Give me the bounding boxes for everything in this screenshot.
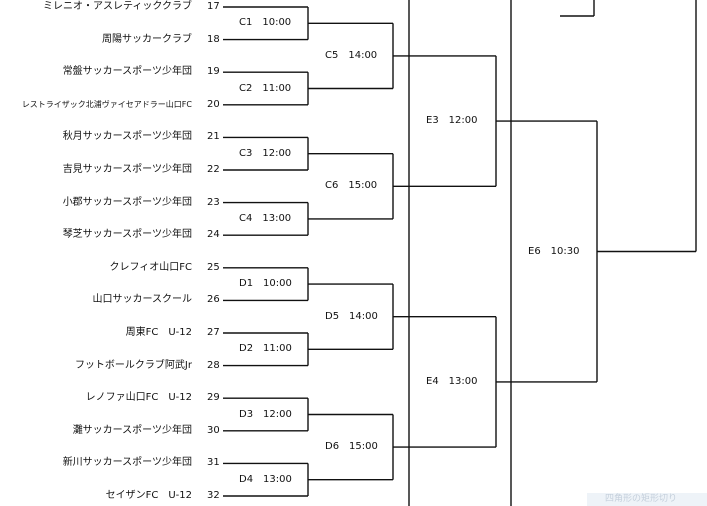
team-name: フットボールクラブ阿武Jr (74, 359, 192, 371)
team-seed: 26 (207, 294, 220, 306)
team-seed: 22 (207, 164, 220, 175)
team-seed: 24 (207, 229, 220, 241)
match-label: C1 10:00 (239, 17, 292, 29)
match-label: D5 14:00 (325, 310, 378, 322)
team-seed: 20 (207, 98, 220, 110)
team-seed: 27 (207, 327, 220, 338)
match-label: E3 12:00 (426, 115, 478, 127)
team-name: 山口サッカースクール (92, 294, 193, 306)
match-label: C4 13:00 (239, 212, 292, 224)
team-seed: 31 (207, 457, 220, 469)
team-seed: 25 (207, 261, 220, 273)
team-name: 吉見サッカースポーツ少年団 (62, 164, 192, 175)
team-name: ミレニオ・アスレティッククラブ (43, 1, 192, 12)
team-name: 灘サッカースポーツ少年団 (72, 424, 192, 436)
team-name: クレフィオ山口FC (109, 261, 192, 273)
team-seed: 18 (207, 33, 220, 45)
team-seed: 21 (207, 131, 220, 143)
team-seed: 29 (207, 392, 220, 404)
team-name: 新川サッカースポーツ少年団 (62, 457, 192, 469)
team-seed: 28 (207, 359, 220, 371)
team-seed: 32 (207, 490, 220, 501)
match-label: E4 13:00 (426, 375, 478, 387)
match-label: C2 11:00 (239, 82, 292, 94)
team-name: レストライザック北浦ヴァイセアドラー山口FC (21, 99, 192, 109)
match-label: D2 11:00 (239, 343, 292, 355)
watermark: 四角形の矩形切り (587, 493, 707, 506)
match-label: D1 10:00 (239, 278, 292, 290)
team-name: 常盤サッカースポーツ少年団 (62, 66, 192, 78)
team-name: セイザンFC U-12 (105, 490, 192, 501)
team-name: レノファ山口FC U-12 (85, 392, 192, 404)
match-label: D4 13:00 (239, 473, 292, 485)
team-seed: 30 (207, 424, 220, 436)
team-name: 周陽サッカークラブ (102, 33, 192, 45)
team-name: 周東FC U-12 (125, 327, 192, 338)
team-name: 小郡サッカースポーツ少年団 (62, 196, 192, 208)
team-name: 琴芝サッカースポーツ少年団 (62, 229, 192, 241)
team-seed: 17 (207, 1, 220, 12)
match-label: C3 12:00 (239, 147, 292, 159)
match-label: D6 15:00 (325, 441, 378, 453)
match-label: E6 10:30 (528, 245, 580, 257)
match-label: D3 12:00 (239, 408, 292, 420)
team-seed: 19 (207, 66, 220, 78)
match-label: C6 15:00 (325, 180, 378, 192)
team-seed: 23 (207, 196, 220, 208)
team-name: 秋月サッカースポーツ少年団 (62, 131, 192, 143)
match-label: C5 14:00 (325, 49, 378, 61)
